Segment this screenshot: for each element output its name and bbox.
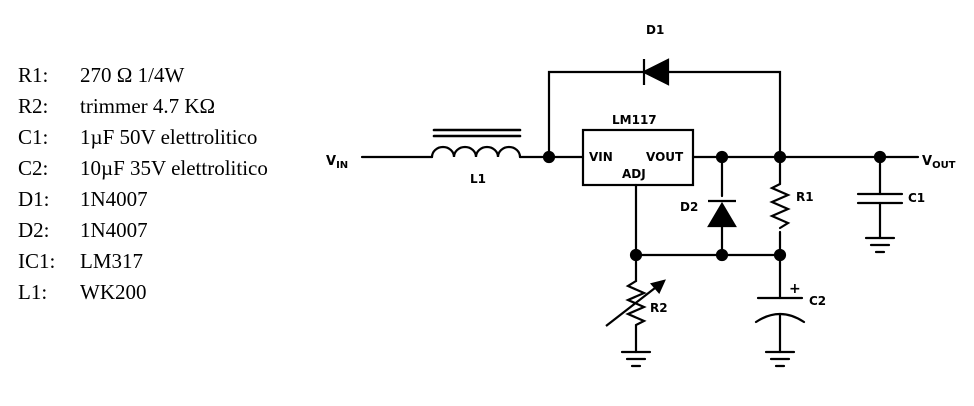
component-ref: R1: xyxy=(18,63,49,87)
trimmer-arrow-line xyxy=(605,280,665,327)
label-c1: C1 xyxy=(908,191,925,205)
component-value: WK200 xyxy=(80,280,147,304)
junction-node xyxy=(542,150,556,164)
component-row-c2: C2: 10µF 35V elettrolitico xyxy=(18,153,268,184)
component-ref: C1: xyxy=(18,125,49,149)
inductor-l1 xyxy=(430,128,522,159)
component-row-r2: R2: trimmer 4.7 KΩ xyxy=(18,91,268,122)
wire-d1-bypass xyxy=(547,70,782,159)
label-d1: D1 xyxy=(646,23,664,37)
component-row-r1: R1: 270 Ω 1/4W xyxy=(18,60,268,91)
trimmer-arrow-head xyxy=(649,279,666,295)
label-r1: R1 xyxy=(796,190,814,204)
label-ic-name: LM117 xyxy=(612,113,657,127)
component-value: 10µF 35V elettrolitico xyxy=(80,156,268,180)
component-value: 1N4007 xyxy=(80,218,148,242)
label-c2-polarity: + xyxy=(789,281,801,297)
component-row-d2: D2: 1N4007 xyxy=(18,215,268,246)
component-value: 270 Ω 1/4W xyxy=(80,63,185,87)
ground-c1 xyxy=(864,236,896,254)
component-row-d1: D1: 1N4007 xyxy=(18,184,268,215)
component-list: R1: 270 Ω 1/4W R2: trimmer 4.7 KΩ C1: 1µF 5… xyxy=(18,60,268,308)
junction-node xyxy=(715,248,729,262)
label-ic-pin-vin: VIN xyxy=(589,150,613,164)
diode-d1 xyxy=(641,58,670,86)
ic-lm117-body xyxy=(581,128,695,187)
resistor-r1 xyxy=(769,182,791,230)
component-row-l1: L1: WK200 xyxy=(18,277,268,308)
label-ic-pin-adj: ADJ xyxy=(622,167,646,181)
label-l1: L1 xyxy=(470,172,486,186)
component-row-ic1: IC1: LM317 xyxy=(18,246,268,277)
component-ref: C2: xyxy=(18,156,49,180)
component-value: LM317 xyxy=(80,249,143,273)
label-d2: D2 xyxy=(680,200,698,214)
label-c2: C2 xyxy=(809,294,826,308)
component-value: 1N4007 xyxy=(80,187,148,211)
label-vin: VIN xyxy=(326,154,348,171)
component-value: 1µF 50V elettrolitico xyxy=(80,125,258,149)
component-ref: IC1: xyxy=(18,249,56,273)
component-value: trimmer 4.7 KΩ xyxy=(80,94,216,118)
label-vout: VOUT xyxy=(922,154,956,171)
component-row-c1: C1: 1µF 50V elettrolitico xyxy=(18,122,268,153)
junction-node xyxy=(873,150,887,164)
resistor-r2 xyxy=(625,279,647,354)
component-ref: D1: xyxy=(18,187,50,211)
junction-node xyxy=(629,248,643,262)
label-r2: R2 xyxy=(650,301,668,315)
junction-node xyxy=(715,150,729,164)
capacitor-c1-plates xyxy=(856,192,904,205)
ground-c2 xyxy=(764,350,796,368)
ground-r2 xyxy=(620,350,652,368)
junction-node xyxy=(773,248,787,262)
junction-node xyxy=(773,150,787,164)
component-ref: R2: xyxy=(18,94,49,118)
label-ic-pin-vout: VOUT xyxy=(646,150,684,164)
diode-d2 xyxy=(707,201,737,228)
component-ref: L1: xyxy=(18,280,48,304)
component-ref: D2: xyxy=(18,218,50,242)
